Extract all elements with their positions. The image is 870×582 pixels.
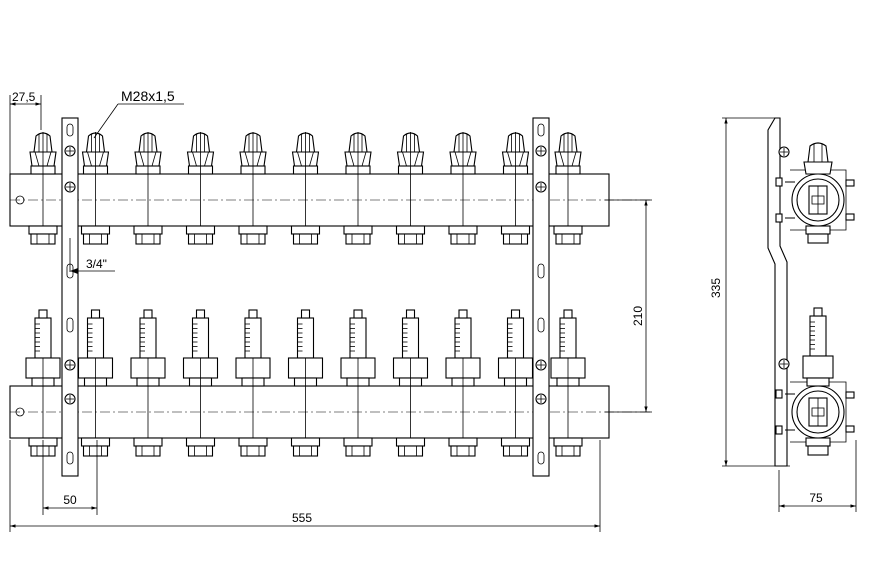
flow-meter [25, 309, 61, 446]
return-connection-nut [343, 437, 373, 457]
side-bracket-profile [767, 117, 788, 467]
side-units-group [775, 142, 855, 456]
outlet-10 [497, 132, 534, 457]
valve-cap [186, 132, 215, 232]
bracket-screws [64, 145, 547, 405]
supply-connection-nut [553, 225, 583, 245]
pitch-label: 50 [63, 493, 77, 507]
valve-cap [501, 132, 530, 232]
return-connection-nut [238, 437, 268, 457]
outlet-9 [445, 132, 481, 457]
right-mounting-bracket [532, 117, 550, 477]
supply-connection-nut [185, 225, 216, 245]
supply-connection-nut [448, 225, 478, 245]
supply-connection-nut [28, 225, 58, 245]
valve-cap [554, 132, 582, 232]
thread-label: M28x1,5 [121, 88, 175, 104]
side-lower-unit [775, 307, 855, 456]
outlet-2 [77, 132, 114, 457]
flow-meter [287, 309, 324, 446]
flow-meter [77, 309, 114, 446]
connection-size-label: 3/4" [86, 257, 107, 271]
outlet-7 [340, 132, 376, 457]
outlet-6 [287, 132, 324, 457]
supply-connection-nut [238, 225, 268, 245]
dimension-thread: M28x1,5 [93, 88, 184, 139]
valve-cap [396, 132, 425, 232]
supply-connection-nut [500, 225, 531, 245]
return-connection-nut [448, 437, 478, 457]
flow-meter [182, 309, 219, 446]
flow-meter [445, 309, 481, 446]
flow-meter [340, 309, 376, 446]
outlet-5 [235, 132, 271, 457]
flow-meter [235, 309, 271, 446]
valve-cap [134, 132, 162, 232]
supply-connection-nut [343, 225, 373, 245]
valve-cap [81, 132, 110, 232]
outlet-8 [392, 132, 429, 457]
flow-meter [497, 309, 534, 446]
dimension-header-spacing: 210 [605, 199, 652, 413]
dimension-connection: 3/4" [69, 238, 115, 274]
overall-length-label: 555 [292, 511, 312, 525]
front-view [9, 117, 650, 477]
dimension-overall-length: 555 [9, 440, 601, 532]
outlet-3 [130, 132, 166, 457]
valve-cap [291, 132, 320, 232]
overall-height-label: 335 [709, 278, 723, 298]
header-spacing-label: 210 [631, 306, 645, 326]
flow-meter [392, 309, 429, 446]
return-connection-nut [80, 437, 111, 457]
return-connection-nut [133, 437, 163, 457]
return-connection-nut [553, 437, 583, 457]
valve-cap [239, 132, 267, 232]
side-view [767, 117, 855, 467]
side-upper-unit [775, 142, 855, 244]
left-mounting-bracket [61, 117, 79, 477]
supply-connection-nut [290, 225, 321, 245]
return-connection-nut [395, 437, 426, 457]
valve-cap [344, 132, 372, 232]
valve-cap [449, 132, 477, 232]
return-connection-nut [290, 437, 321, 457]
dimension-depth: 75 [778, 440, 857, 512]
return-connection-nut [185, 437, 216, 457]
edge-offset-label: 27,5 [12, 90, 36, 104]
return-connection-nut [500, 437, 531, 457]
supply-connection-nut [395, 225, 426, 245]
flow-meter [550, 309, 586, 446]
dimension-overall-height: 335 [709, 117, 790, 467]
supply-connection-nut [133, 225, 163, 245]
outlet-11 [550, 132, 586, 457]
supply-connection-nut [80, 225, 111, 245]
depth-label: 75 [809, 491, 823, 505]
flow-meter [130, 309, 166, 446]
dimension-edge-offset: 27,5 [9, 90, 42, 174]
outlet-4 [182, 132, 219, 457]
outlets-group [25, 132, 586, 457]
valve-cap [29, 132, 57, 232]
dimension-pitch: 50 [42, 440, 98, 515]
